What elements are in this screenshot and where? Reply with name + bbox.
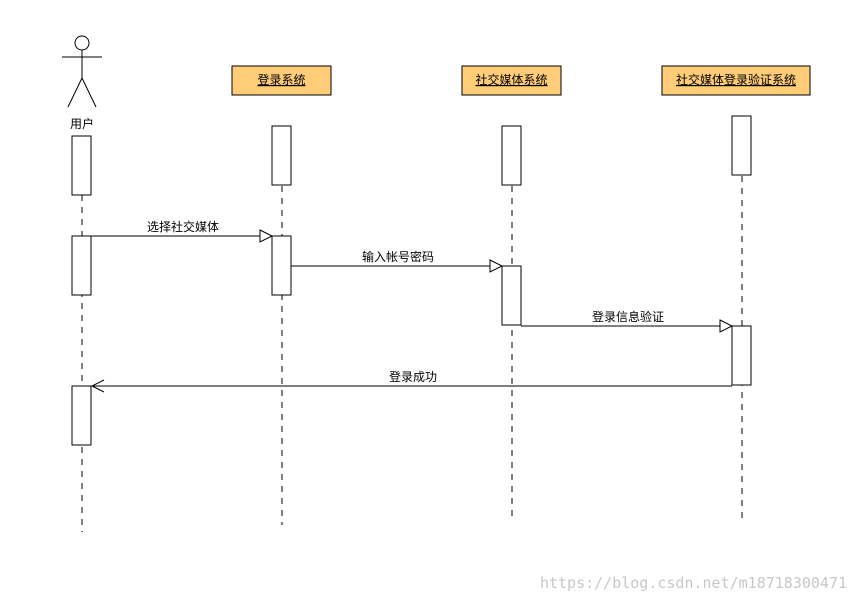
object-login-system: 登录系统: [231, 65, 332, 96]
object-box: [461, 65, 562, 96]
object-box: [231, 65, 332, 96]
message-login-verification: 登录信息验证: [521, 309, 734, 333]
arrowhead-icon: [489, 259, 504, 273]
activation-bar: [71, 235, 92, 296]
watermark: https://blog.csdn.net/m18718300471: [540, 574, 847, 592]
actor-label: 用户: [70, 116, 94, 131]
actor-left-leg: [67, 77, 83, 108]
object-box: [661, 65, 811, 96]
arrowhead-icon: [259, 229, 274, 243]
arrowhead-icon: [719, 319, 734, 333]
activation-bar: [731, 325, 752, 386]
actor-figure: [62, 35, 102, 108]
object-label: 社交媒体系统: [475, 72, 547, 87]
message-label: 登录成功: [389, 369, 437, 384]
message-login-success: 登录成功: [90, 369, 732, 393]
actor-head: [74, 35, 90, 51]
activation-bar: [501, 125, 522, 186]
activation-bars: [71, 115, 752, 446]
message-label: 选择社交媒体: [147, 219, 219, 234]
activation-bar: [71, 135, 92, 196]
object-social-login-verify-system: 社交媒体登录验证系统: [661, 65, 811, 96]
activation-bar: [271, 235, 292, 296]
message-label: 输入帐号密码: [362, 249, 434, 264]
activation-bar: [71, 385, 92, 446]
object-label: 社交媒体登录验证系统: [676, 72, 796, 87]
open-arrowhead-icon: [90, 379, 105, 393]
actor-right-leg: [81, 77, 97, 108]
message-select-social-media: 选择社交媒体: [91, 219, 274, 243]
message-label: 登录信息验证: [592, 309, 664, 324]
activation-bar: [731, 115, 752, 176]
message-enter-credentials: 输入帐号密码: [291, 249, 504, 273]
object-social-media-system: 社交媒体系统: [461, 65, 562, 96]
object-label: 登录系统: [257, 72, 305, 87]
activation-bar: [271, 125, 292, 186]
activation-bar: [501, 265, 522, 326]
